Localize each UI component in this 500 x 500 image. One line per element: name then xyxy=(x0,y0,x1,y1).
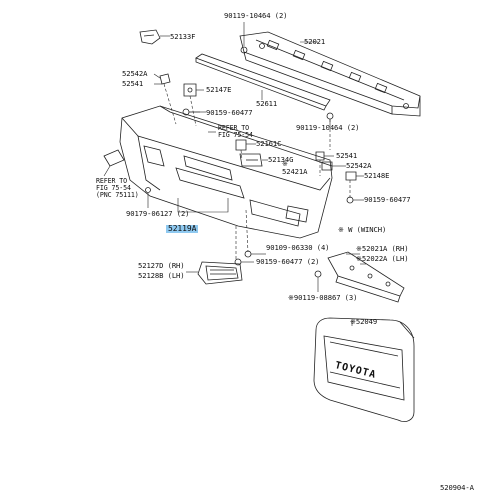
callout-52127d-rh: 52127D (RH) xyxy=(138,261,185,270)
refer-note-1-line2: FIG 75-54 xyxy=(218,131,253,139)
leader-lines xyxy=(103,22,366,326)
callout-52611: 52611 xyxy=(256,99,278,108)
bracket-52134g xyxy=(239,153,263,167)
callout-52133f: 52133F xyxy=(170,32,196,41)
leader-bracket xyxy=(177,198,229,213)
grille-panel xyxy=(313,317,415,422)
callout-52049: ※52049 xyxy=(350,317,378,326)
diagram-id: 520904-A xyxy=(440,483,474,492)
dashed-assembly-lines xyxy=(163,83,351,260)
callout-52021a-rh: ※52021A (RH) xyxy=(356,244,409,253)
refer-note-2-line3: (PNC 75111) xyxy=(96,191,139,199)
callout-52421a: 52421A xyxy=(282,167,308,176)
bolt-90119-10464-mid xyxy=(326,112,334,120)
callout-52542a-mid: 52542A xyxy=(346,161,372,170)
clip-52147e xyxy=(183,83,197,97)
fog-lamp-cover xyxy=(197,261,243,285)
callout-52119a-highlighted[interactable]: 52119A xyxy=(166,224,199,233)
callout-90179-06127: 90179-06127 (2) xyxy=(126,209,190,218)
callout-52541-top: 52541 xyxy=(122,79,144,88)
bolt-90119-08867 xyxy=(314,270,322,278)
callout-52128b-lh: 52128B (LH) xyxy=(138,271,185,280)
callout-52147e: 52147E xyxy=(206,85,232,94)
clip-52542a-mid xyxy=(321,161,333,171)
refer-note-2-line2: FIG 75-54 xyxy=(96,184,131,192)
bolt-90119-10464-top xyxy=(240,46,248,54)
bumper-reinforcement xyxy=(239,31,421,117)
winch-variant-note: ※ W (WINCH) xyxy=(338,225,387,234)
callout-52148e: 52148E xyxy=(364,171,390,180)
clip-52542a-top xyxy=(159,73,171,85)
callout-90159-60477-top: 90159-60477 xyxy=(206,108,253,117)
bumper-retainer-bar xyxy=(195,53,331,111)
clip-52541-mid xyxy=(315,151,325,161)
star-mark: ※ xyxy=(282,159,288,168)
callout-90119-10464-mid: 90119-10464 (2) xyxy=(296,123,360,132)
callout-52542a-top: 52542A xyxy=(122,69,148,78)
callout-52541-mid: 52541 xyxy=(336,151,358,160)
callout-90159-60477-right: 90159-60477 xyxy=(364,195,411,204)
callout-90119-08867: ※90119-08867 (3) xyxy=(288,293,358,302)
bracket-52133f xyxy=(139,29,161,45)
winch-bracket xyxy=(327,251,405,303)
callout-90109-06330: 90109-06330 (4) xyxy=(266,243,330,252)
clip-52161c xyxy=(235,139,247,151)
callout-52134g: 52134G xyxy=(268,155,294,164)
screw-90159-60477-top xyxy=(182,108,200,116)
refer-note-1-line1: REFER TO xyxy=(218,124,249,132)
bracket-side-left xyxy=(103,149,125,167)
callout-52021: 52021 xyxy=(304,37,326,46)
callout-52161c: 52161C xyxy=(256,139,282,148)
bumper-cover xyxy=(119,105,333,239)
callout-90159-60477-low: 90159-60477 (2) xyxy=(256,257,320,266)
callout-52022a-lh: ※52022A (LH) xyxy=(356,254,409,263)
refer-note-2-line1: REFER TO xyxy=(96,177,127,185)
clip-52148e xyxy=(345,171,357,181)
callout-90119-10464-top: 90119-10464 (2) xyxy=(224,11,288,20)
screw-90179-06127 xyxy=(145,187,151,193)
